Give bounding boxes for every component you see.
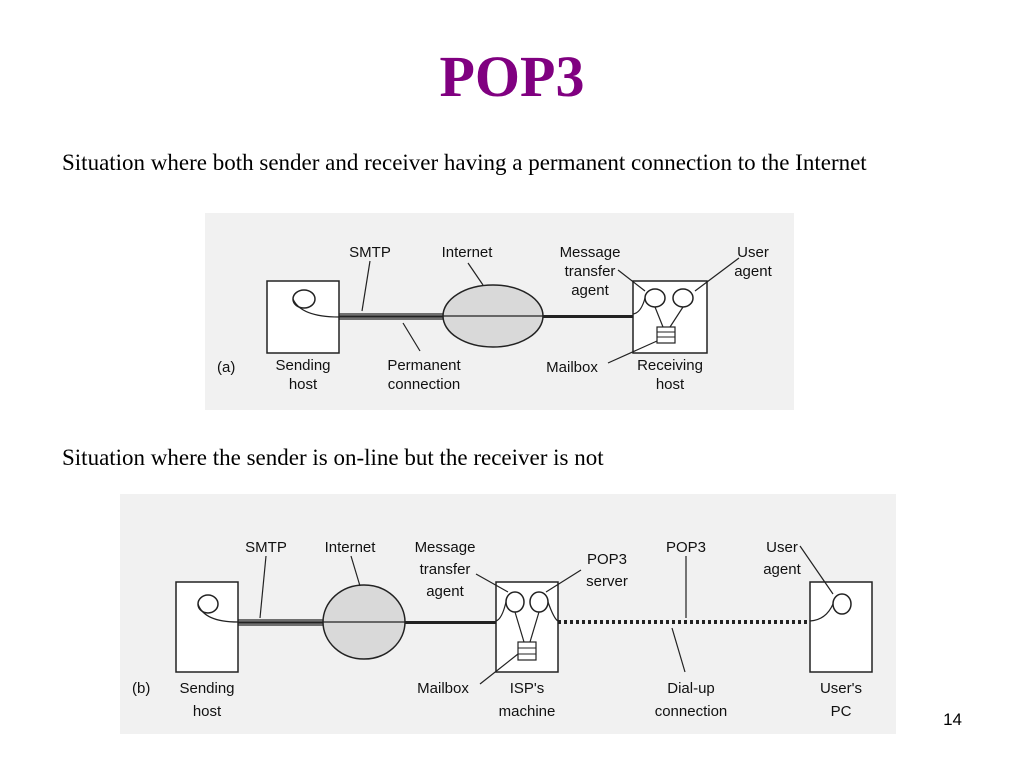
page-number: 14 xyxy=(943,710,962,729)
mailbox-label: Mailbox xyxy=(417,680,469,697)
mta-label-line2: transfer xyxy=(565,263,616,280)
pop3-server-arrow xyxy=(545,569,582,593)
dialup-arrow xyxy=(671,627,686,673)
diagram-b: SMTP Internet Message transfer agent POP… xyxy=(132,539,873,720)
sending-host-label-line1: Sending xyxy=(275,357,330,374)
mailbox-arrow xyxy=(607,340,658,364)
smtp-label: SMTP xyxy=(349,244,391,261)
mta-link-line xyxy=(632,297,646,315)
user-agent-label-line1: User xyxy=(766,539,798,556)
user-agent-label-line2: agent xyxy=(763,561,801,578)
mta-arrow xyxy=(617,269,646,292)
mta-circle xyxy=(505,591,525,613)
mta-label-line1: Message xyxy=(415,539,476,556)
user-agent-arrow xyxy=(694,257,740,292)
mta-label-line1: Message xyxy=(560,244,621,261)
mta-link-line xyxy=(495,601,507,622)
receiving-host-label-line2: host xyxy=(656,376,685,393)
sender-link-line xyxy=(197,603,239,623)
pop3-server-circle xyxy=(529,591,549,613)
sender-link-line xyxy=(292,298,340,318)
panel-label: (b) xyxy=(132,680,150,697)
mailbox-icon xyxy=(517,641,537,661)
sending-user-agent-circle xyxy=(292,289,316,309)
dialup-label-line1: Dial-up xyxy=(667,680,715,697)
mta-label-line3: agent xyxy=(571,282,609,299)
sending-host-label-line1: Sending xyxy=(179,680,234,697)
mta-arrow xyxy=(475,573,509,593)
receiving-host-box xyxy=(632,280,708,354)
sending-host-box xyxy=(175,581,239,673)
smtp-arrow xyxy=(259,555,267,619)
pop3-server-label-line2: server xyxy=(586,573,628,590)
smtp-arrow xyxy=(361,260,371,312)
mailbox-icon xyxy=(656,326,676,344)
mailbox-arrow xyxy=(479,653,519,685)
smtp-label: SMTP xyxy=(245,539,287,556)
pc-user-agent-circle xyxy=(832,593,852,615)
connection-arrow xyxy=(402,322,421,352)
user-agent-label-line2: agent xyxy=(734,263,772,280)
permanent-connection-label-line2: connection xyxy=(388,376,461,393)
diagram-a-panel: SMTP Internet Message transfer agent Use… xyxy=(205,213,794,410)
user-agent-arrow xyxy=(799,545,834,595)
mta-label-line2: transfer xyxy=(420,561,471,578)
dialup-label-line2: connection xyxy=(655,703,728,720)
pc-link-line xyxy=(809,603,834,622)
users-pc-label-line2: PC xyxy=(831,703,852,720)
caption-permanent-connection: Situation where both sender and receiver… xyxy=(62,150,867,175)
internet-arrow xyxy=(467,262,484,286)
mta-label-line3: agent xyxy=(426,583,464,600)
mailbox-label: Mailbox xyxy=(546,359,598,376)
isp-machine-label-line1: ISP's xyxy=(510,680,545,697)
slide-title: POP3 xyxy=(439,44,585,109)
receiving-host-label-line1: Receiving xyxy=(637,357,703,374)
permanent-connection-label-line1: Permanent xyxy=(387,357,461,374)
sending-host-label-line2: host xyxy=(289,376,318,393)
diagram-a: SMTP Internet Message transfer agent Use… xyxy=(217,244,773,393)
mta-to-mailbox-line xyxy=(654,306,664,328)
pop3-server-label-line1: POP3 xyxy=(587,551,627,568)
caption-sender-online: Situation where the sender is on-line bu… xyxy=(62,445,604,470)
pop3-label: POP3 xyxy=(666,539,706,556)
mta-to-mailbox-line xyxy=(514,611,525,643)
mta-circle xyxy=(644,288,666,308)
server-to-mailbox-line xyxy=(529,611,540,643)
agent-to-mailbox-line xyxy=(669,306,684,328)
users-pc-label-line1: User's xyxy=(820,680,862,697)
user-agent-label-line1: User xyxy=(737,244,769,261)
sending-host-label-line2: host xyxy=(193,703,222,720)
internet-label: Internet xyxy=(325,539,377,556)
user-agent-circle xyxy=(672,288,694,308)
panel-label: (a) xyxy=(217,359,235,376)
pop3-link-line xyxy=(547,601,559,622)
internet-label: Internet xyxy=(442,244,494,261)
isp-machine-label-line2: machine xyxy=(499,703,556,720)
diagram-b-panel: SMTP Internet Message transfer agent POP… xyxy=(120,494,896,734)
internet-arrow xyxy=(350,555,361,587)
